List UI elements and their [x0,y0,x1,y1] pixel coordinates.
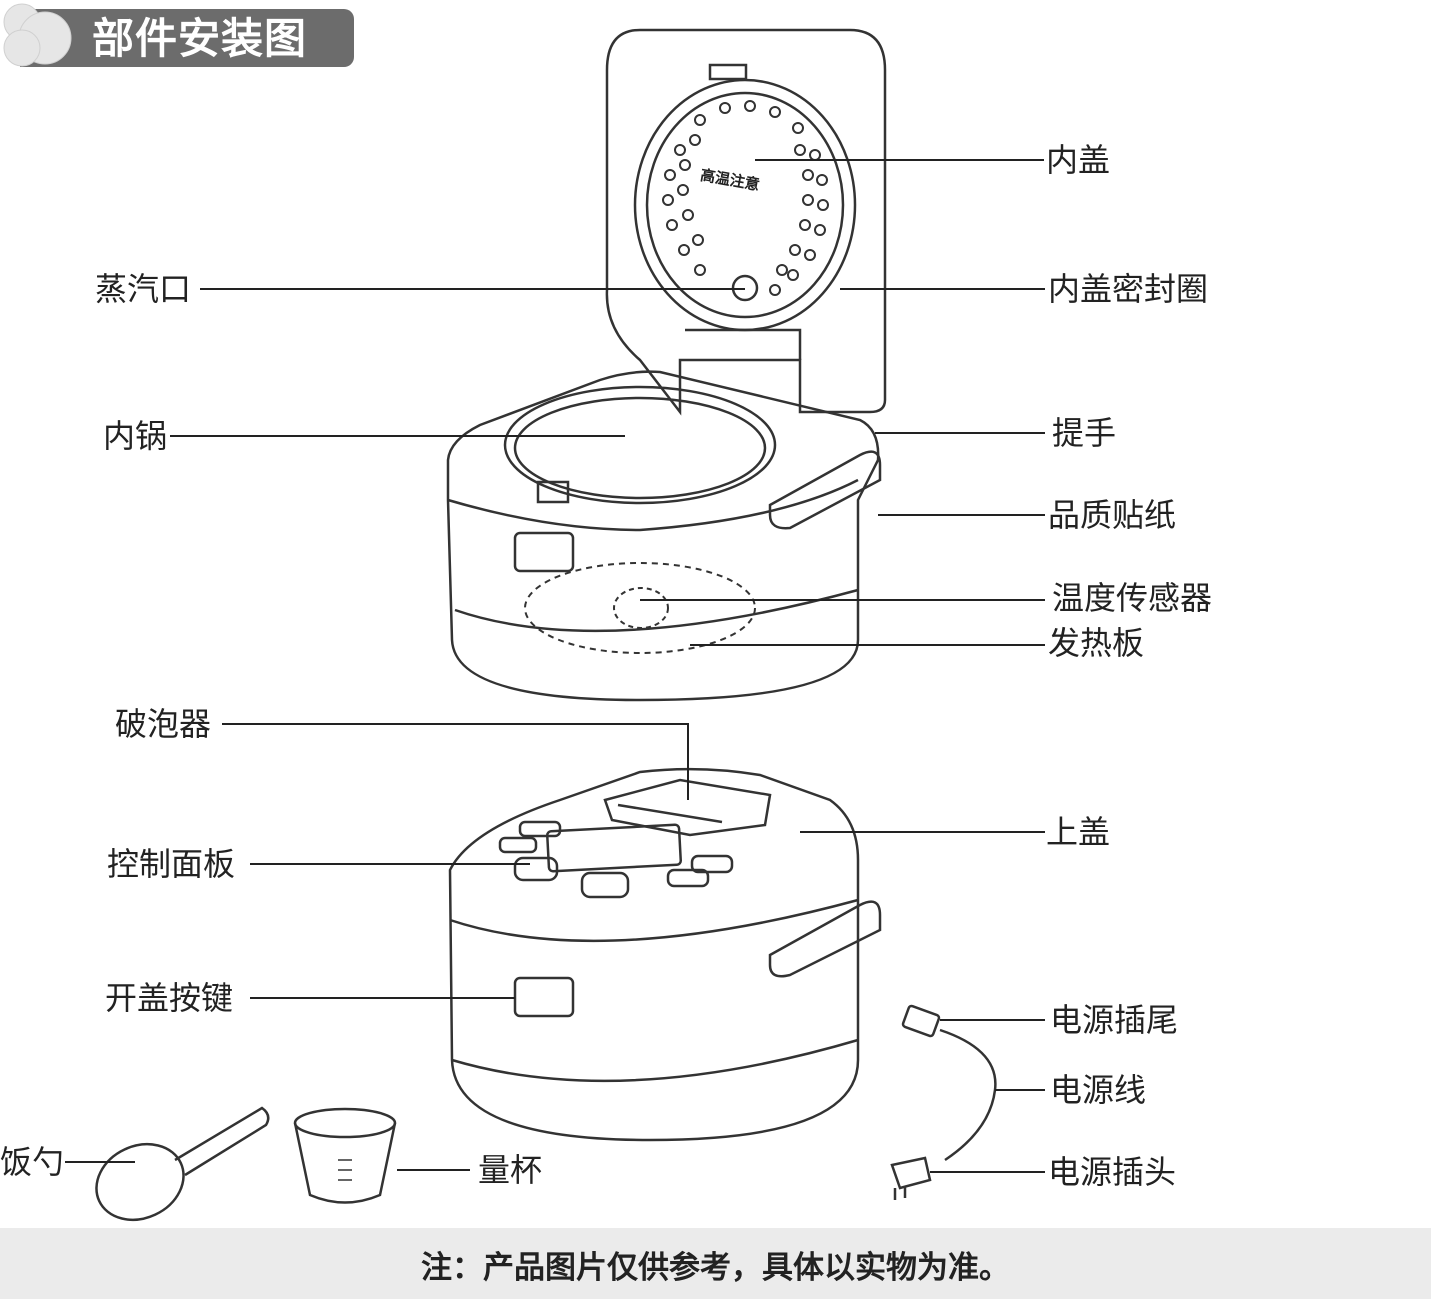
cloud-icon [3,3,72,67]
page-title: 部件安装图 [92,14,308,63]
measuring-cup-drawing [293,1107,397,1204]
label-measuring-cup: 量杯 [478,1151,543,1189]
label-steam-vent: 蒸汽口 [95,270,192,308]
cooker-body-lower [448,767,882,1142]
label-quality-sticker: 品质贴纸 [1048,496,1177,534]
label-bubble-breaker: 破泡器 [115,705,212,743]
label-lid-open-button: 开盖按键 [105,979,234,1017]
label-inner-pot: 内锅 [103,417,168,455]
label-rice-spoon: 饭勺 [0,1143,65,1181]
label-inner-lid-seal: 内盖密封圈 [1048,270,1209,308]
power-cord-drawing [890,1004,997,1200]
label-temp-sensor: 温度传感器 [1052,579,1213,617]
footer-band: 注：产品图片仅供参考，具体以实物为准。 [0,1228,1431,1299]
label-heating-plate: 发热板 [1048,624,1145,662]
rice-spoon-drawing [95,1106,270,1222]
footer-note: 注：产品图片仅供参考，具体以实物为准。 [421,1250,1010,1286]
label-top-lid: 上盖 [1046,813,1111,851]
open-lid-drawing [605,28,887,416]
handle-drawing [768,450,882,530]
label-power-socket-end: 电源插尾 [1050,1001,1179,1039]
label-inner-lid: 内盖 [1046,141,1111,179]
label-power-cord: 电源线 [1050,1071,1147,1109]
title-banner [20,9,354,67]
leader-lines [65,159,1045,1173]
label-control-panel: 控制面板 [107,845,236,883]
cooker-body-upper [446,370,882,702]
vent-holes [662,100,829,296]
label-power-plug: 电源插头 [1048,1153,1177,1191]
label-handle: 提手 [1052,414,1117,452]
